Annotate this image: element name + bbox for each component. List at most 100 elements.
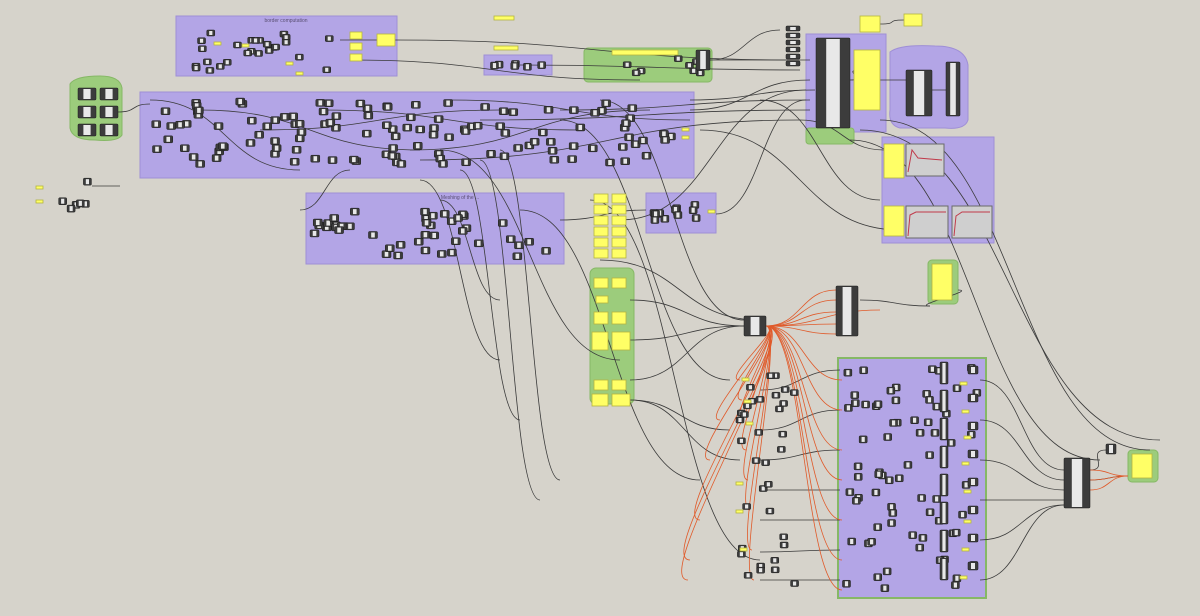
bottom-grid-node[interactable] <box>952 528 961 537</box>
main-processing-node[interactable] <box>630 140 641 148</box>
main-processing-node[interactable] <box>270 137 280 145</box>
main-processing-node[interactable] <box>318 107 329 116</box>
main-processing-node[interactable] <box>166 122 176 130</box>
green-top-node[interactable] <box>695 49 711 71</box>
main-processing-node[interactable] <box>188 153 199 161</box>
small-yellow-marker[interactable] <box>959 381 968 386</box>
meshing-node[interactable] <box>437 250 447 258</box>
small-yellow-marker[interactable] <box>961 461 970 466</box>
main-processing-node[interactable] <box>235 97 245 106</box>
center-panel[interactable] <box>611 393 631 407</box>
green-top-node[interactable] <box>685 62 694 69</box>
small-group-2-node[interactable] <box>650 216 660 224</box>
center-panel[interactable] <box>593 215 609 226</box>
left-green-node[interactable] <box>99 105 119 119</box>
main-processing-node[interactable] <box>601 99 611 108</box>
small-yellow-marker[interactable] <box>35 199 44 204</box>
border-panel[interactable] <box>349 42 363 51</box>
small-group-1-node[interactable] <box>490 61 499 70</box>
border-computation-node[interactable] <box>203 58 212 66</box>
bottom-grid-node[interactable] <box>874 470 883 478</box>
main-processing-node[interactable] <box>396 160 407 168</box>
small-yellow-marker[interactable] <box>681 127 690 132</box>
small-group-1-node[interactable] <box>537 61 546 69</box>
bottom-grid-node[interactable] <box>847 537 856 546</box>
main-processing-node[interactable] <box>472 121 483 130</box>
bottom-grid-node[interactable] <box>867 538 876 546</box>
meshing-node[interactable] <box>429 231 439 240</box>
main-processing-node[interactable] <box>508 108 519 116</box>
bottom-top-node[interactable] <box>835 285 859 337</box>
main-processing-node[interactable] <box>499 152 510 161</box>
left-green-node[interactable] <box>99 123 119 137</box>
main-processing-node[interactable] <box>211 154 222 162</box>
center-panel[interactable] <box>591 331 609 351</box>
center-panel[interactable] <box>593 193 609 204</box>
main-processing-node[interactable] <box>443 99 453 107</box>
border-panel[interactable] <box>349 31 363 40</box>
small-yellow-marker[interactable] <box>963 519 972 524</box>
meshing-node[interactable] <box>312 218 323 227</box>
main-processing-node[interactable] <box>270 116 281 124</box>
left-green-node[interactable] <box>99 87 119 101</box>
grid-column-node[interactable] <box>939 417 949 441</box>
bottom-grid-node[interactable] <box>925 396 934 404</box>
meshing-node[interactable] <box>498 219 508 227</box>
hub-node[interactable] <box>743 315 767 337</box>
main-processing-node[interactable] <box>315 99 326 107</box>
small-yellow-marker[interactable] <box>741 377 750 382</box>
main-processing-node[interactable] <box>543 106 554 114</box>
border-computation-node[interactable] <box>325 35 334 42</box>
meshing-node[interactable] <box>329 214 339 222</box>
border-output-panel[interactable] <box>376 33 396 47</box>
main-processing-node[interactable] <box>621 119 631 127</box>
bottom-grid-node[interactable] <box>887 519 896 527</box>
grid-column-node[interactable] <box>939 361 949 385</box>
main-processing-node[interactable] <box>411 101 421 109</box>
top-right-small[interactable] <box>785 25 801 32</box>
bottom-grid-node[interactable] <box>930 429 940 437</box>
grid-right-node[interactable] <box>967 449 979 459</box>
bottom-grid-node[interactable] <box>843 368 853 377</box>
center-panel[interactable] <box>611 204 627 215</box>
grid-column-node[interactable] <box>939 389 949 413</box>
bottom-grid-node[interactable] <box>888 509 898 517</box>
grid-right-node[interactable] <box>967 505 979 515</box>
bottom-grid-node[interactable] <box>925 508 935 516</box>
meshing-node[interactable] <box>439 210 450 218</box>
main-processing-node[interactable] <box>605 158 615 167</box>
meshing-node[interactable] <box>345 222 355 231</box>
main-processing-node[interactable] <box>247 116 257 125</box>
grid-right-node[interactable] <box>967 421 979 431</box>
group-green-mid[interactable] <box>805 127 855 145</box>
small-yellow-marker[interactable] <box>735 509 744 514</box>
main-processing-node[interactable] <box>388 144 398 152</box>
main-processing-node[interactable] <box>262 122 272 131</box>
bottom-grid-node[interactable] <box>842 579 851 588</box>
main-processing-node[interactable] <box>627 104 638 112</box>
bottom-grid-node[interactable] <box>917 494 926 502</box>
main-processing-node[interactable] <box>362 129 372 138</box>
right-blob-node[interactable] <box>945 61 961 117</box>
meshing-node[interactable] <box>524 237 534 246</box>
center-panel[interactable] <box>611 226 627 237</box>
bottom-grid-node[interactable] <box>958 510 967 519</box>
main-processing-node[interactable] <box>218 142 228 150</box>
center-panel[interactable] <box>611 331 631 351</box>
small-yellow-marker[interactable] <box>739 547 748 552</box>
main-processing-node[interactable] <box>331 112 342 120</box>
graph-panel-yellow-2[interactable] <box>883 205 905 237</box>
meshing-node[interactable] <box>458 227 468 235</box>
meshing-node[interactable] <box>506 235 516 243</box>
small-yellow-marker[interactable] <box>213 41 222 46</box>
top-right-panel-2[interactable] <box>903 13 923 27</box>
meshing-node[interactable] <box>309 229 320 238</box>
main-processing-node[interactable] <box>429 124 439 132</box>
graph-panel-yellow-1[interactable] <box>883 143 905 179</box>
meshing-node[interactable] <box>350 207 360 216</box>
main-processing-node[interactable] <box>355 99 366 108</box>
meshing-node[interactable] <box>381 250 392 258</box>
bottom-grid-node[interactable] <box>852 497 861 505</box>
bottom-grid-node[interactable] <box>850 391 860 399</box>
small-yellow-marker[interactable] <box>963 435 972 440</box>
